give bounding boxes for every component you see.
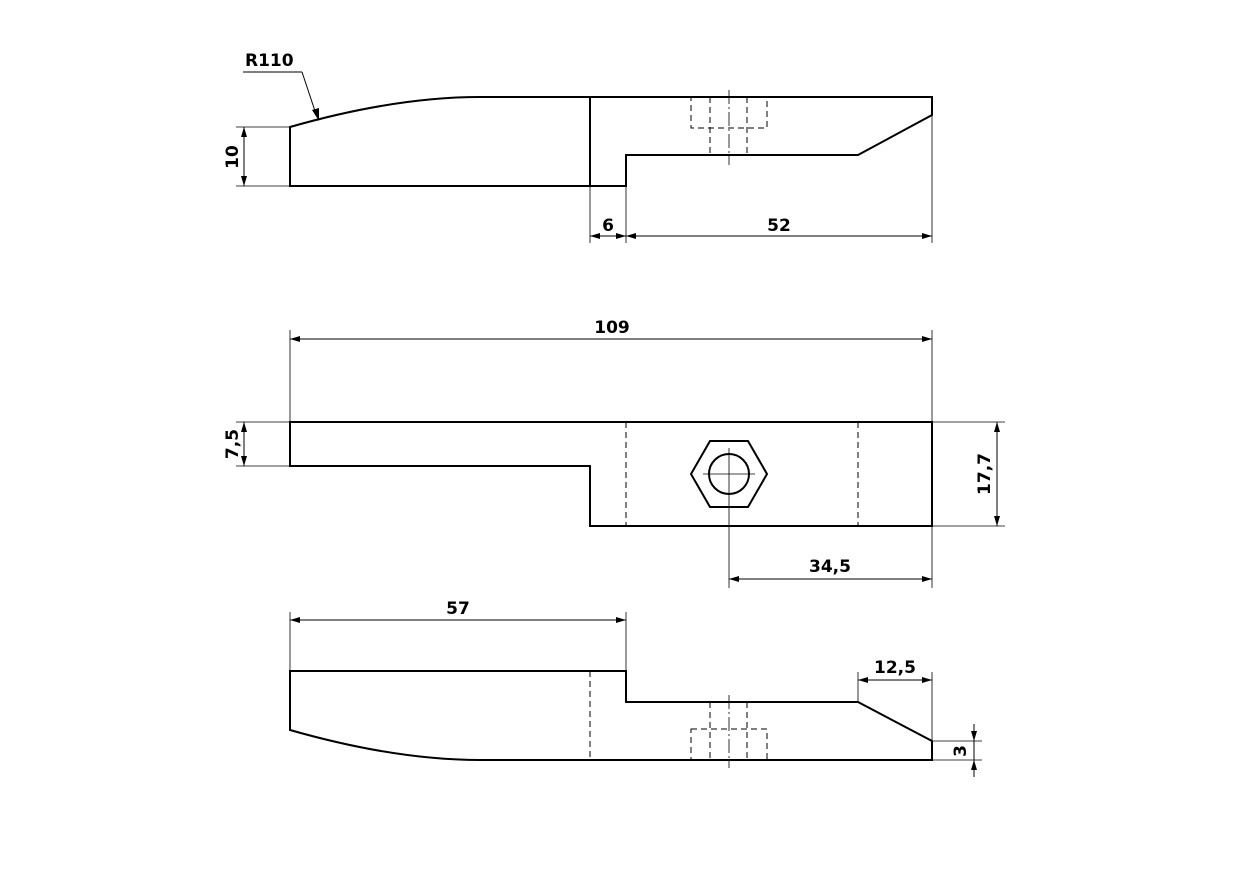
chamfer-arrow-right bbox=[922, 677, 932, 683]
bottom-view: 57 12,5 3 bbox=[289, 599, 982, 777]
hole-offset-arrow-left bbox=[729, 576, 739, 582]
front-left-height-label: 7,5 bbox=[223, 429, 243, 459]
step-arrow-right bbox=[616, 233, 626, 239]
bottom-left-arrow-right bbox=[616, 617, 626, 623]
top-height-label: 10 bbox=[223, 145, 243, 169]
top-view-outline bbox=[289, 96, 933, 187]
overall-arrow-left bbox=[290, 336, 300, 342]
top-height-arrow-top bbox=[241, 127, 247, 137]
tip-arrow-top bbox=[971, 731, 977, 741]
right-length-arrow-left bbox=[626, 233, 636, 239]
front-view-outline bbox=[289, 421, 933, 527]
hole-offset-arrow-right bbox=[922, 576, 932, 582]
radius-label: R110 bbox=[245, 51, 294, 71]
overall-arrow-right bbox=[922, 336, 932, 342]
chamfer-arrow-left bbox=[858, 677, 868, 683]
chamfer-length-label: 12,5 bbox=[874, 658, 916, 678]
radius-leader-line bbox=[301, 71, 317, 115]
hole-offset-label: 34,5 bbox=[809, 557, 851, 577]
top-view: R110 10 6 52 bbox=[223, 51, 933, 243]
hex-nut bbox=[689, 440, 769, 508]
top-height-arrow-bottom bbox=[241, 176, 247, 186]
step-arrow-left bbox=[590, 233, 600, 239]
front-total-height-label: 17,7 bbox=[975, 453, 995, 495]
tip-arrow-bottom bbox=[971, 760, 977, 770]
right-length-arrow-right bbox=[922, 233, 932, 239]
bottom-left-arrow-left bbox=[290, 617, 300, 623]
front-left-arrow-bottom bbox=[241, 456, 247, 466]
front-view: 109 7,5 17,7 34,5 bbox=[223, 318, 1005, 588]
right-length-label: 52 bbox=[767, 216, 791, 236]
bottom-view-outline bbox=[289, 670, 933, 761]
front-total-arrow-top bbox=[994, 422, 1000, 432]
front-total-arrow-bottom bbox=[994, 516, 1000, 526]
front-left-arrow-top bbox=[241, 422, 247, 432]
step-width-label: 6 bbox=[602, 216, 614, 236]
radius-leader-arrow bbox=[312, 108, 319, 121]
top-view-nut-hidden bbox=[690, 96, 768, 129]
tip-height-label: 3 bbox=[951, 745, 971, 757]
bottom-left-length-label: 57 bbox=[446, 599, 470, 619]
bottom-nut-hidden bbox=[690, 728, 768, 761]
overall-length-label: 109 bbox=[594, 318, 630, 338]
